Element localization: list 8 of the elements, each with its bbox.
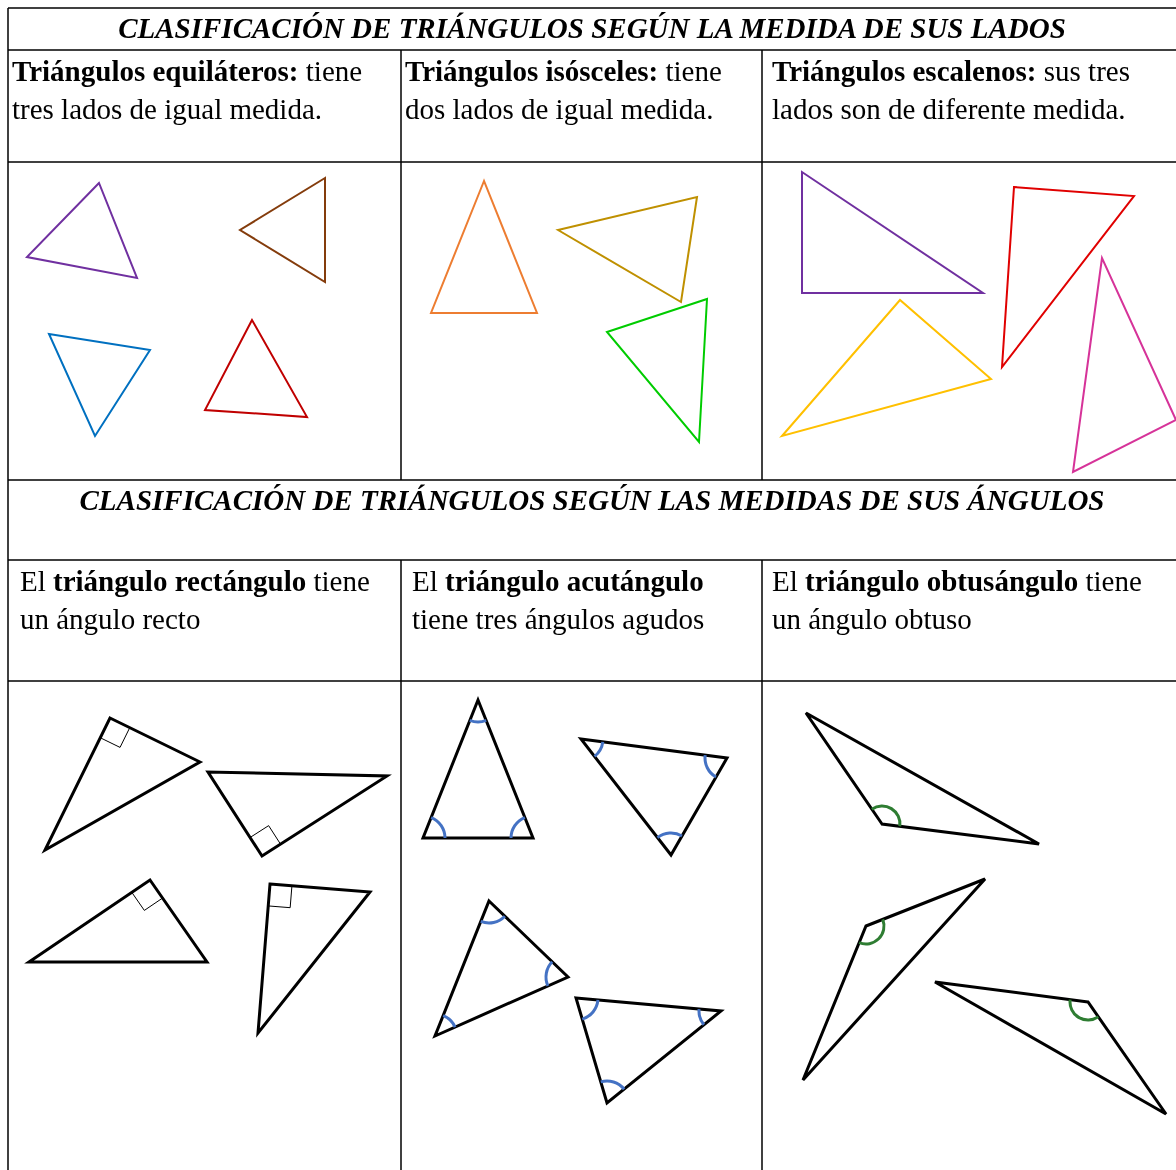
definition-text: Triángulos isósceles: tiene dos lados de igual medida. — [405, 54, 723, 127]
definition-text: Triángulos equiláteros: tiene tres lados de igual medida. — [12, 54, 364, 127]
table-heading: CLASIFICACIÓN DE TRIÁNGULOS SEGÚN LA MEDIDA DE SUS LADOS — [117, 11, 1067, 46]
definition-text: Triángulos escalenos: sus tres lados son de diferente medida. — [772, 54, 1131, 127]
definition-text: El triángulo rectángulo tiene un ángulo recto — [20, 564, 371, 637]
definition-text: El triángulo obtusángulo tiene un ángulo obtuso — [772, 564, 1143, 637]
definition-text: El triángulo acutángulo tiene tres ángulos agudos — [412, 564, 706, 637]
table-heading: CLASIFICACIÓN DE TRIÁNGULOS SEGÚN LAS MEDIDAS DE SUS ÁNGULOS — [78, 483, 1106, 518]
